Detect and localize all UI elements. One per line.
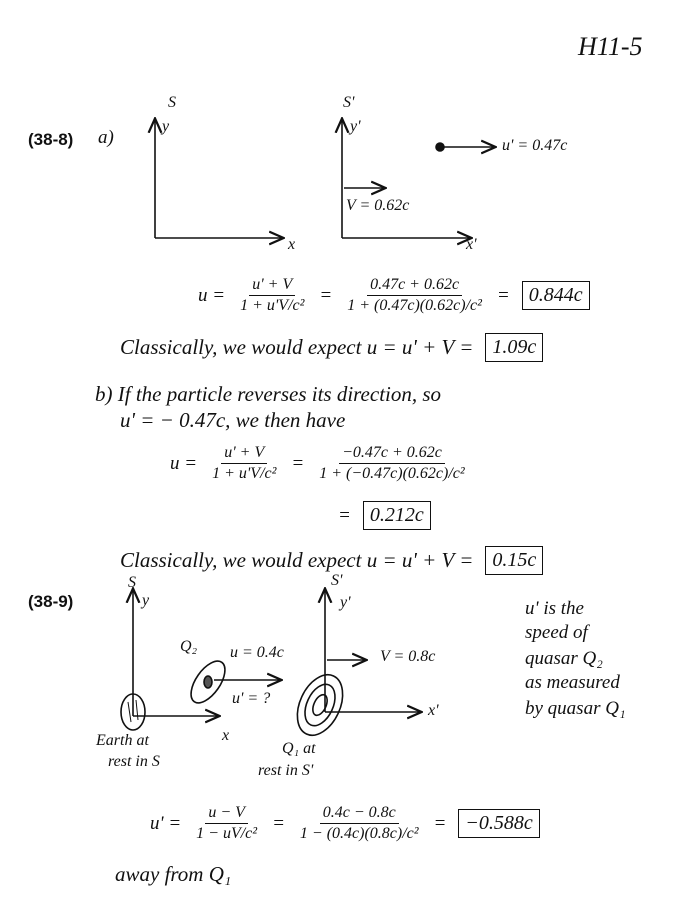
eq2-formula: u' + V 1 + u'V/c² xyxy=(209,444,279,484)
q2-velocity-label: u = 0.4c xyxy=(230,644,284,661)
particle-velocity-label: u' = 0.47c xyxy=(502,137,568,154)
quasar-q2-icon xyxy=(190,660,226,704)
eq1-sub-den: 1 + (0.47c)(0.62c)/c² xyxy=(347,297,482,315)
page-label: H11-5 xyxy=(578,32,643,61)
eq3-formula: u − V 1 − uV/c² xyxy=(193,804,260,844)
eq1-equals-2: = xyxy=(496,284,510,306)
eq3-formula-num: u − V xyxy=(205,804,248,825)
eq3-equals-2: = xyxy=(433,812,447,834)
eq1-result-box: 0.844c xyxy=(521,281,590,311)
classical-a-text: Classically, we would expect u = u' + V … xyxy=(120,335,474,359)
classical-b-result-box: 0.15c xyxy=(485,546,544,575)
eq1-formula-den: 1 + u'V/c² xyxy=(240,297,305,315)
earth-icon xyxy=(120,693,146,731)
q1-line2: rest in S' xyxy=(258,762,314,779)
eq3-result-box: −0.588c xyxy=(458,809,540,839)
eq1-substitution: 0.47c + 0.62c 1 + (0.47c)(0.62c)/c² xyxy=(344,276,485,316)
eq1-formula-num: u' + V xyxy=(249,276,296,297)
conclusion-text: away from Q₁ xyxy=(115,862,232,886)
classical-a-row: Classically, we would expect u = u' + V … xyxy=(120,333,544,362)
eq1-equals: = xyxy=(319,284,333,306)
part-a-label: a) xyxy=(98,127,114,148)
eq2-formula-num: u' + V xyxy=(221,444,268,465)
eq2-sub-num: −0.47c + 0.62c xyxy=(339,444,445,465)
frame-s-prime-label-2: S' xyxy=(331,572,343,589)
eq3-sub-den: 1 − (0.4c)(0.8c)/c² xyxy=(299,825,419,843)
eq2-equals: = xyxy=(291,452,305,474)
s-y-label: y xyxy=(162,118,170,135)
eq2-sub-den: 1 + (−0.47c)(0.62c)/c² xyxy=(319,465,465,483)
problem-label-38-9: (38-9) xyxy=(28,592,74,611)
s-prime-x-label-2: x' xyxy=(428,702,439,719)
frame-s-label-2: S xyxy=(128,574,136,591)
eq1-sub-num: 0.47c + 0.62c xyxy=(367,276,463,297)
frame-s-prime-label: S' xyxy=(343,94,355,111)
frame-velocity-label: V = 0.62c xyxy=(346,197,410,214)
eq2-row: u = u' + V 1 + u'V/c² = −0.47c + 0.62c 1… xyxy=(170,444,468,484)
eq3-substitution: 0.4c − 0.8c 1 − (0.4c)(0.8c)/c² xyxy=(297,804,422,844)
s-prime-x-label: x' xyxy=(466,236,477,253)
eq2-equals-2: = xyxy=(338,504,351,526)
eq3-lhs: u' = xyxy=(150,812,182,834)
earth-line2: rest in S xyxy=(108,753,160,770)
part-b-line1: b) If the particle reverses its directio… xyxy=(95,382,442,406)
q2-label: Q₂ xyxy=(180,638,198,655)
frame-s-label: S xyxy=(168,94,176,111)
note-line-5: by quasar Q₁ xyxy=(525,698,626,719)
earth-line1: Earth at xyxy=(96,732,149,749)
classical-b-row: Classically, we would expect u = u' + V … xyxy=(120,546,544,575)
note-line-3: quasar Q₂ xyxy=(525,648,603,669)
particle-dot xyxy=(435,142,445,152)
eq2-formula-den: 1 + u'V/c² xyxy=(212,465,277,483)
eq1-row: u = u' + V 1 + u'V/c² = 0.47c + 0.62c 1 … xyxy=(198,276,590,316)
s-y-label-2: y xyxy=(142,592,150,609)
part-b-line2: u' = − 0.47c, we then have xyxy=(120,408,346,432)
note-line-4: as measured xyxy=(525,672,620,693)
s-x-label-2: x xyxy=(222,727,230,744)
quasar-q1-icon xyxy=(296,673,344,737)
eq3-row: u' = u − V 1 − uV/c² = 0.4c − 0.8c 1 − (… xyxy=(150,804,540,844)
classical-a-result-box: 1.09c xyxy=(485,333,544,362)
eq3-equals: = xyxy=(272,812,285,834)
v-label-2: V = 0.8c xyxy=(380,648,436,665)
s-prime-y-label-2: y' xyxy=(340,594,351,611)
note-line-1: u' is the xyxy=(525,598,584,619)
eq2-result-box: 0.212c xyxy=(362,501,431,530)
eq3-sub-num: 0.4c − 0.8c xyxy=(319,804,399,825)
eq2-result-row: = 0.212c xyxy=(338,501,431,530)
eq2-lhs: u = xyxy=(170,452,198,474)
classical-b-text: Classically, we would expect u = u' + V … xyxy=(120,548,474,572)
q2-unknown-label: u' = ? xyxy=(232,690,271,707)
eq3-formula-den: 1 − uV/c² xyxy=(196,825,258,843)
s-x-label: x xyxy=(288,236,296,253)
eq2-substitution: −0.47c + 0.62c 1 + (−0.47c)(0.62c)/c² xyxy=(316,444,467,484)
q1-line1: Q₁ at xyxy=(282,740,316,757)
eq1-formula: u' + V 1 + u'V/c² xyxy=(237,276,307,316)
problem-label-38-8: (38-8) xyxy=(28,130,74,149)
note-line-2: speed of xyxy=(525,622,588,643)
s-prime-y-label: y' xyxy=(350,118,361,135)
eq1-lhs: u = xyxy=(198,284,226,306)
